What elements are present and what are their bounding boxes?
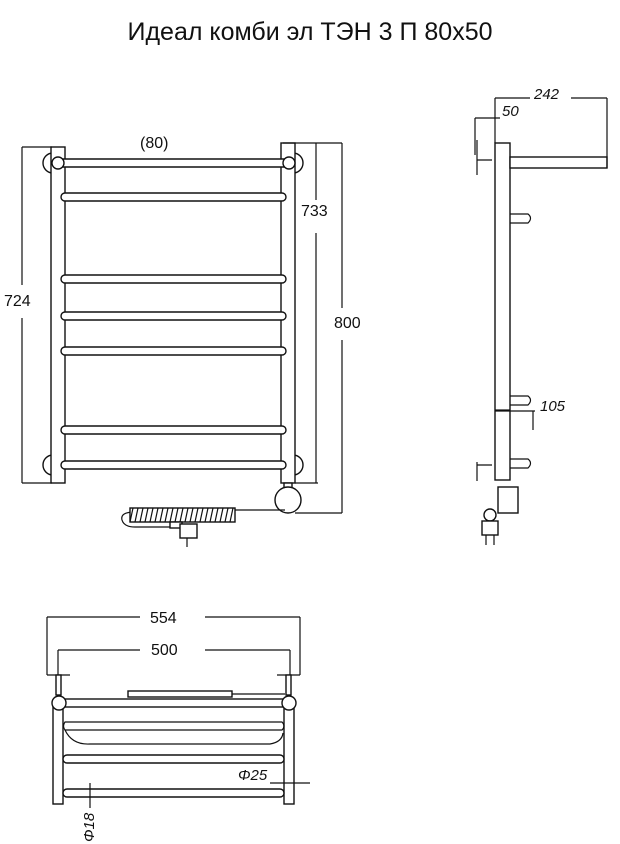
dim-50: 50 <box>502 103 519 120</box>
dim-105: 105 <box>540 398 566 415</box>
dim-554: 554 <box>150 610 177 627</box>
rails <box>57 158 291 470</box>
dim-800: 800 <box>334 315 361 332</box>
top-view: 554 500 Φ25 Φ18 <box>46 610 310 842</box>
top-cable-coil <box>127 690 233 698</box>
dim-724: 724 <box>4 293 31 310</box>
dim-500: 500 <box>151 642 178 659</box>
heater-knob <box>274 486 302 514</box>
dim-phi18: Φ18 <box>81 812 98 842</box>
dim-80: (80) <box>140 135 168 152</box>
dim-242: 242 <box>533 86 560 103</box>
plug-icon <box>169 521 198 547</box>
dim-733: 733 <box>301 203 328 220</box>
side-post <box>494 142 511 481</box>
dim-phi25: Φ25 <box>238 767 268 784</box>
side-heater <box>497 486 519 514</box>
front-view: 724 733 800 (80) <box>4 135 361 547</box>
side-plug-icon <box>481 520 499 536</box>
cable-coil <box>121 507 236 528</box>
drawing-title: Идеал комби эл ТЭН 3 П 80х50 <box>127 18 493 46</box>
side-view: 242 50 105 <box>474 86 608 545</box>
